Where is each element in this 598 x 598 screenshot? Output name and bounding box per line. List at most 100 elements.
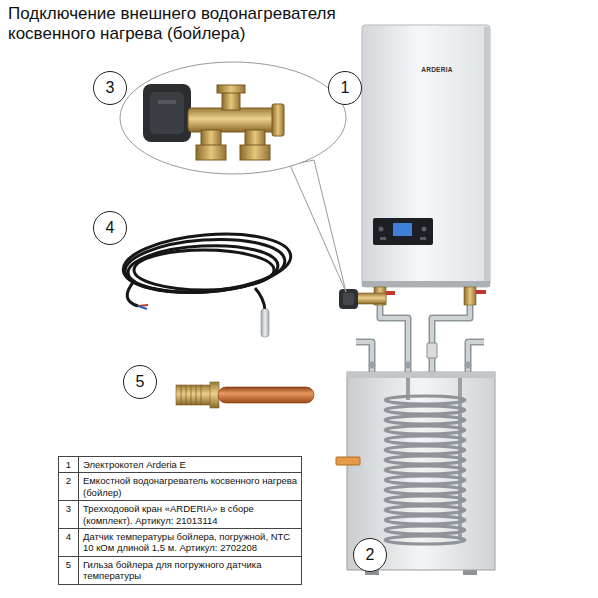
- callout-circle: 1: [328, 71, 362, 105]
- heat-exchanger-coil: [385, 396, 465, 544]
- sensor-sleeve: [218, 387, 314, 403]
- table-number: 3: [66, 503, 71, 514]
- boiler-fittings: [386, 291, 395, 295]
- three-way-valve: [158, 100, 176, 104]
- diagram-title: Подключение внешнего водонагревателя кос…: [8, 4, 336, 43]
- storage-tank: [336, 372, 495, 575]
- callout-number: 4: [106, 220, 115, 236]
- callout-number: 2: [366, 547, 375, 563]
- boiler-fittings: [427, 343, 437, 358]
- sensor-sleeve: [210, 382, 219, 408]
- sensor-probe: [138, 306, 147, 309]
- three-way-valve: [150, 92, 184, 134]
- table-number: 5: [66, 559, 71, 570]
- table-cell: 4: [59, 529, 79, 556]
- table-cell: Гильза бойлера для погружного датчика те…: [79, 557, 301, 584]
- callout-circle: 2: [353, 538, 387, 572]
- sensor-sleeve: [196, 385, 197, 405]
- callout-number: 1: [341, 80, 350, 96]
- heat-exchanger-coil: [385, 476, 465, 484]
- boiler-fittings: [356, 293, 386, 304]
- sensor-sleeve: [176, 385, 212, 405]
- three-way-valve: [272, 104, 284, 136]
- storage-tank: [336, 457, 360, 465]
- table-cell: 3: [59, 501, 79, 528]
- title-block: Подключение внешнего водонагревателя кос…: [8, 4, 398, 44]
- boiler-unit: [393, 223, 412, 236]
- three-way-valve: [143, 84, 191, 142]
- boiler-unit: [422, 227, 427, 232]
- three-way-valve: [240, 145, 270, 160]
- three-way-valve: [196, 145, 226, 160]
- callout-number: 3: [106, 80, 115, 96]
- three-way-valve: [188, 108, 280, 132]
- table-row: 3 Трехходовой кран «ARDERIA» в сборе (ком…: [59, 500, 301, 528]
- heat-exchanger-coil: [385, 536, 465, 544]
- boiler-unit: [380, 237, 386, 240]
- table-row: 4 Датчик температуры бойлера, погружной, …: [59, 528, 301, 556]
- pipes: [432, 296, 470, 372]
- sensor-cable: [127, 280, 138, 306]
- brand-logo: ARDERIA: [421, 66, 453, 73]
- table-cell: 2: [59, 473, 79, 500]
- sensor-sleeve: [181, 385, 182, 405]
- table-description: Гильза бойлера для погружного датчика те…: [83, 559, 262, 581]
- heat-exchanger-coil: [385, 526, 465, 534]
- sensor-cable: [255, 288, 265, 310]
- sensor-probe: [138, 305, 269, 337]
- sensor-sleeve: [176, 382, 314, 408]
- boiler-unit: [484, 27, 489, 285]
- heat-exchanger-coil: [385, 446, 465, 454]
- heat-exchanger-coil: [385, 496, 465, 504]
- boiler-fittings: [339, 287, 486, 369]
- valve-callout-bubble: [290, 160, 346, 292]
- sensor-probe: [261, 309, 269, 337]
- heat-exchanger-coil: [385, 506, 465, 514]
- table-row: 1Электрокотел Arderia E: [59, 457, 301, 472]
- callout-circle: 3: [93, 71, 127, 105]
- brand-plate: ARDERIA: [421, 66, 453, 73]
- boiler-unit: [420, 237, 426, 240]
- boiler-fittings: [464, 287, 476, 305]
- boiler-fittings: [369, 362, 376, 369]
- heat-exchanger-coil: [385, 456, 465, 464]
- table-cell: Емкостной водонагреватель косвенного наг…: [79, 473, 301, 500]
- boiler-unit: [362, 25, 490, 287]
- pipes: [380, 296, 408, 372]
- boiler-fittings: [405, 362, 412, 369]
- table-cell: Датчик температуры бойлера, погружной, N…: [79, 529, 301, 556]
- callout-number: 5: [136, 374, 145, 390]
- boiler-fittings: [343, 293, 354, 305]
- valve-callout-bubble: [120, 62, 346, 292]
- table-row: 5 Гильза бойлера для погружного датчика т…: [59, 556, 301, 584]
- boiler-unit: [379, 227, 384, 232]
- boiler-fittings: [339, 289, 358, 309]
- boiler-unit: [362, 25, 490, 287]
- heat-exchanger-coil: [385, 466, 465, 474]
- heat-exchanger-coil: [385, 416, 465, 424]
- heat-exchanger-coil: [385, 436, 465, 444]
- heat-exchanger-coil: [385, 426, 465, 434]
- boiler-fittings: [465, 362, 472, 369]
- sensor-cable: [121, 228, 293, 310]
- heat-exchanger-coil: [385, 396, 465, 404]
- boiler-unit: [362, 281, 490, 287]
- three-way-valve: [201, 130, 221, 146]
- callout-circle: 4: [93, 211, 127, 245]
- table-number: 2: [66, 475, 71, 486]
- table-cell: Электрокотел Arderia E: [79, 457, 301, 472]
- three-way-valve: [143, 84, 284, 160]
- table-row: 2 Емкостной водонагреватель косвенного на…: [59, 472, 301, 500]
- pipes: [356, 296, 484, 372]
- heat-exchanger-coil: [385, 516, 465, 524]
- sensor-cable: [121, 228, 293, 298]
- table-cell: Трехходовой кран «ARDERIA» в сборе (комп…: [79, 501, 301, 528]
- table-description: Емкостной водонагреватель косвенного наг…: [83, 475, 297, 497]
- boiler-unit: [373, 218, 433, 245]
- sensor-sleeve: [191, 385, 192, 405]
- table-cell: 5: [59, 557, 79, 584]
- table-description: Датчик температуры бойлера, погружной, N…: [83, 531, 290, 553]
- valve-callout-bubble: [120, 62, 346, 174]
- table-number: 4: [66, 531, 71, 542]
